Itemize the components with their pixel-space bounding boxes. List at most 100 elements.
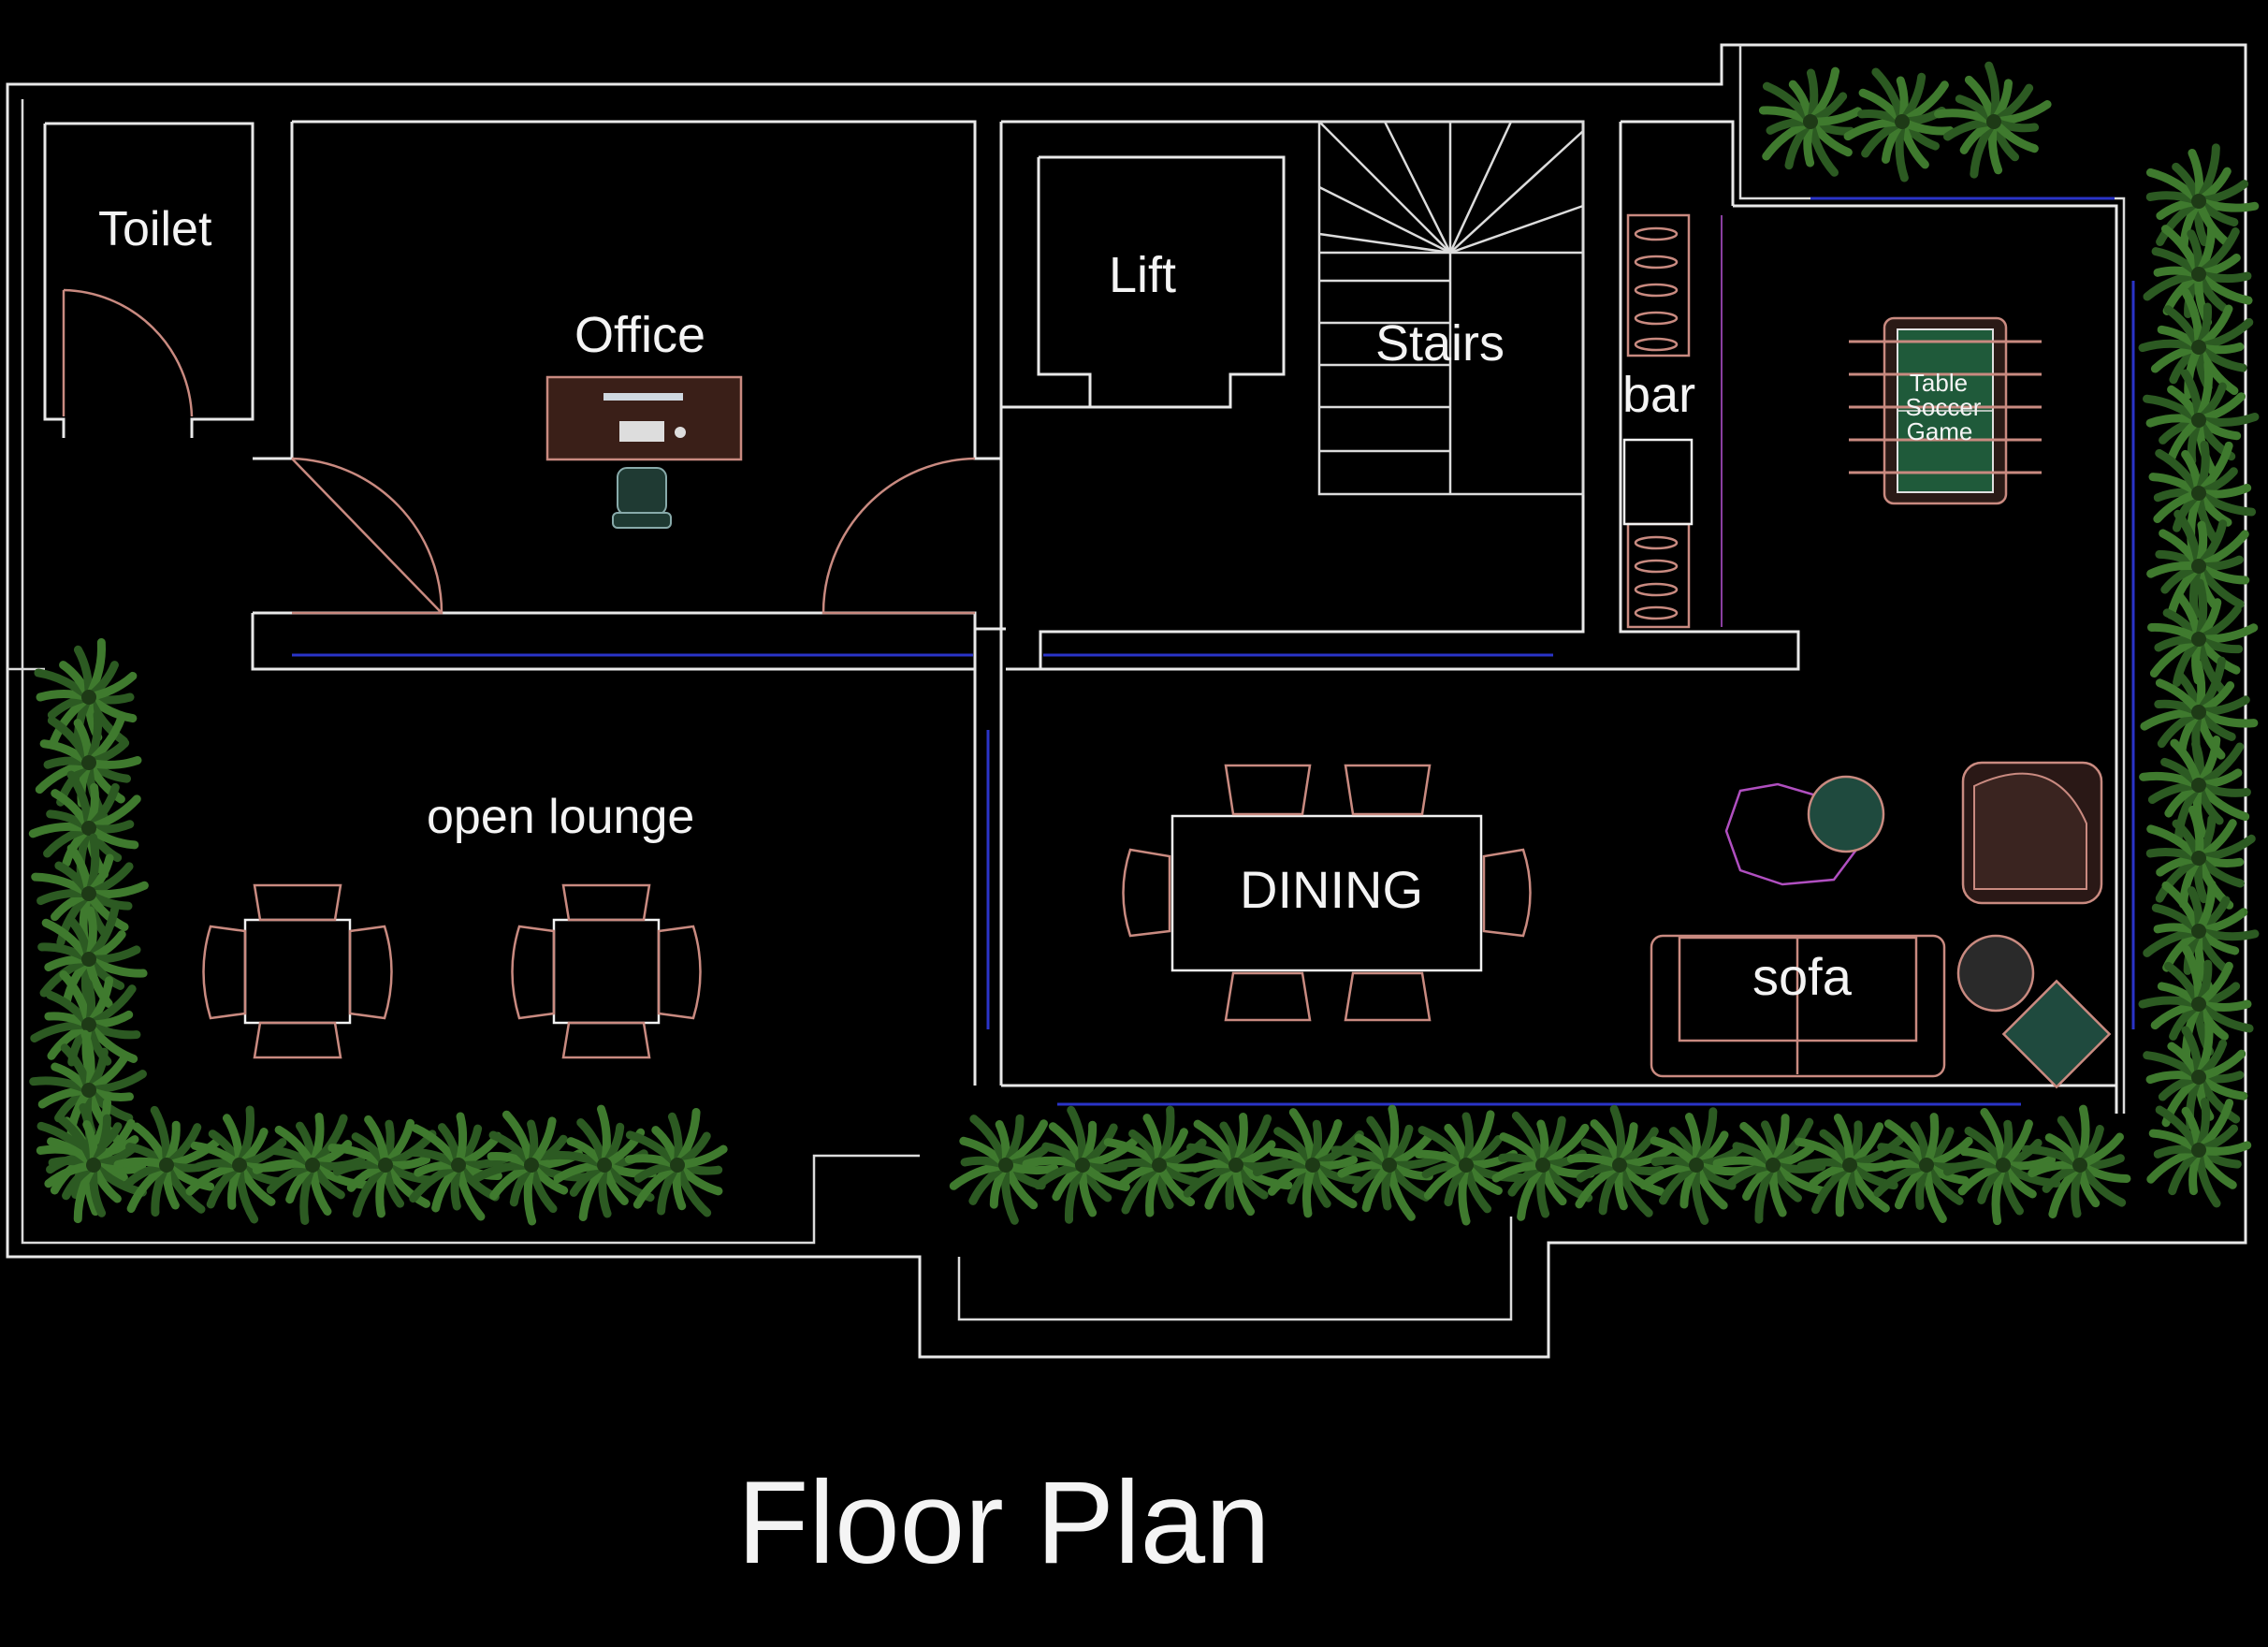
plant-center xyxy=(1228,1158,1243,1173)
label-bar: bar xyxy=(1622,367,1695,423)
bar-shelves xyxy=(1622,213,1694,629)
plant-center xyxy=(451,1158,466,1173)
plant-center xyxy=(2191,705,2206,720)
plant-center xyxy=(81,886,96,901)
plant-center xyxy=(1986,114,2001,129)
plant-center xyxy=(2191,267,2206,282)
inner-walls xyxy=(43,120,2118,1114)
plant-icon xyxy=(624,1107,728,1217)
plant-center xyxy=(81,690,96,705)
plant-icon xyxy=(31,833,149,947)
plant-center xyxy=(2191,632,2206,647)
plant-icon xyxy=(1843,67,1955,182)
plant-center xyxy=(2191,486,2206,501)
label-table-soccer-2: Soccer xyxy=(1906,393,1982,421)
plant-center xyxy=(81,1017,96,1032)
plant-icon xyxy=(1022,1105,1139,1224)
plant-center xyxy=(998,1158,1013,1173)
plant-center xyxy=(81,821,96,836)
plant-icon xyxy=(2143,360,2260,479)
plant-center xyxy=(2191,1143,2206,1158)
plant-center xyxy=(1612,1158,1627,1173)
plant-center xyxy=(86,1158,101,1173)
plant-icon xyxy=(2138,288,2254,400)
label-table-soccer-1: Table xyxy=(1910,369,1968,397)
office-chair xyxy=(612,467,672,529)
plant-icon xyxy=(949,1114,1059,1225)
plant-center xyxy=(1689,1158,1704,1173)
lounge-table-set-left xyxy=(202,883,393,1059)
plant-center xyxy=(232,1158,247,1173)
diagram-title: Floor Plan xyxy=(737,1458,1271,1588)
plant-icon xyxy=(2146,509,2250,619)
plant-center xyxy=(1535,1158,1550,1173)
plant-center xyxy=(524,1158,539,1173)
plant-icon xyxy=(2139,736,2251,842)
dining-table xyxy=(1122,764,1532,1022)
plant-icon xyxy=(1639,1107,1757,1225)
plant-icon xyxy=(44,1114,147,1224)
plant-center xyxy=(1766,1158,1781,1173)
label-dining: DINING xyxy=(1240,860,1423,919)
room-labels: Toilet Office Lift Stairs bar Table Socc… xyxy=(98,202,1982,1006)
plant-icon xyxy=(2148,440,2257,554)
plant-center xyxy=(2191,559,2206,574)
plant-center xyxy=(1895,114,1910,129)
plant-icon xyxy=(1758,66,1863,177)
plant-icon xyxy=(407,1112,518,1221)
sofa-furniture xyxy=(1650,934,1946,1078)
glass-partitions xyxy=(292,197,2135,1106)
plant-center xyxy=(2072,1158,2087,1173)
office-desk xyxy=(545,375,743,461)
plant-center xyxy=(1382,1158,1397,1173)
plant-center xyxy=(81,952,96,967)
lounge-table-set-right xyxy=(511,883,702,1059)
doors xyxy=(62,288,976,615)
plant-icon xyxy=(1794,1114,1905,1217)
label-sofa: sofa xyxy=(1752,947,1853,1006)
plant-center xyxy=(2191,851,2206,866)
plant-icon xyxy=(185,1105,300,1224)
plant-icon xyxy=(1873,1113,1987,1223)
armchair xyxy=(1961,761,2103,905)
outer-walls xyxy=(6,43,2247,1359)
plant-center xyxy=(597,1158,612,1173)
plant-center xyxy=(81,1083,96,1098)
plant-center xyxy=(305,1158,320,1173)
plant-beds xyxy=(28,61,2260,1226)
plant-icon xyxy=(1414,1110,1525,1226)
plant-icon xyxy=(1183,1113,1293,1217)
plant-center xyxy=(2191,997,2206,1012)
plant-center xyxy=(1152,1158,1167,1173)
plant-center xyxy=(1459,1158,1474,1173)
plant-icon xyxy=(1934,61,2052,179)
plant-center xyxy=(2191,194,2206,209)
plant-icon xyxy=(2143,880,2260,991)
plant-icon xyxy=(1942,1107,2061,1226)
label-toilet: Toilet xyxy=(98,202,212,256)
stairs-treads xyxy=(1317,120,1585,496)
label-stairs: Stairs xyxy=(1375,315,1505,372)
plant-icon xyxy=(1252,1108,1364,1218)
plant-center xyxy=(1919,1158,1934,1173)
plant-center xyxy=(2191,924,2206,939)
plant-icon xyxy=(1712,1114,1827,1224)
plant-center xyxy=(2191,340,2206,355)
plant-icon xyxy=(113,1105,222,1217)
plant-icon xyxy=(35,710,142,822)
plant-center xyxy=(1996,1158,2011,1173)
label-lift: Lift xyxy=(1109,247,1176,303)
plant-center xyxy=(1842,1158,1857,1173)
label-open-lounge: open lounge xyxy=(427,790,694,844)
plant-center xyxy=(159,1158,174,1173)
plant-icon xyxy=(2145,805,2256,910)
plant-center xyxy=(1075,1158,1090,1173)
plant-center xyxy=(2191,413,2206,428)
plant-icon xyxy=(1491,1111,1595,1221)
plant-center xyxy=(1305,1158,1320,1173)
table-soccer xyxy=(1849,316,2042,505)
plant-center xyxy=(81,755,96,770)
plant-center xyxy=(2191,1070,2206,1085)
side-tables xyxy=(1724,775,2112,1089)
